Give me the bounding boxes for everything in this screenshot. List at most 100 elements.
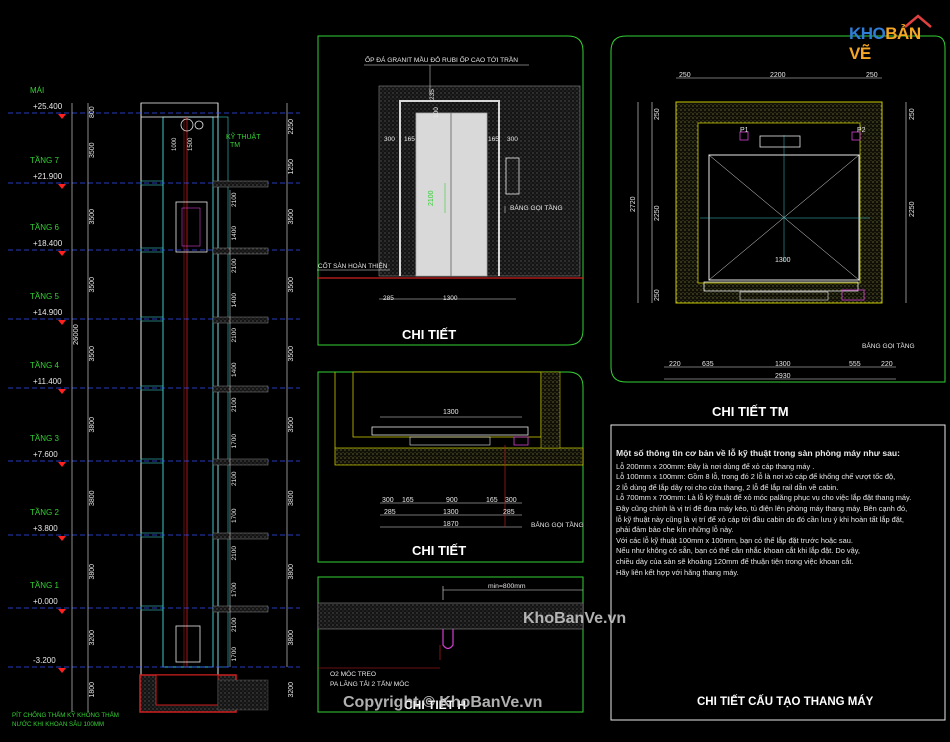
right-dimension: 3800 (288, 490, 295, 506)
floor-slab (212, 316, 269, 324)
elevator-shaft-section (139, 102, 269, 713)
plan-dim-bottom-5: 220 (881, 361, 893, 368)
level-elevation: +7.600 (33, 450, 58, 459)
inner-dimension: 1700 (231, 582, 238, 597)
level-marker-icon (58, 668, 66, 673)
plan-dim-bottom-3: 1300 (775, 361, 791, 368)
right-dimension: 3500 (288, 346, 295, 362)
front-dim-top-3: 165 (488, 136, 499, 143)
level-elevation: +14.900 (33, 308, 63, 317)
door-height-dim: 2100 (428, 190, 435, 206)
floor-slab (140, 458, 164, 464)
watermark-center: KhoBanVe.vn (523, 610, 627, 627)
front-dim-top-1: 300 (384, 136, 395, 143)
level-elevation: +18.400 (33, 239, 63, 248)
hook-dim: min=800mm (488, 583, 526, 590)
level-name: TẦNG 6 (30, 222, 59, 232)
front-title: CHI TIẾT (402, 327, 456, 342)
floor-slab (140, 385, 164, 391)
level-marker-icon (58, 320, 66, 325)
right-dimension: 1250 (288, 159, 295, 175)
small-dimension: 1000 (172, 137, 178, 151)
sill-dim-3: 900 (446, 497, 458, 504)
floor-slab (212, 385, 269, 393)
technical-notes: Một số thông tin cơ bản về lỗ kỹ thuật t… (616, 448, 942, 578)
left-dimension: 3200 (89, 630, 96, 646)
inner-dimension: 1400 (231, 362, 238, 377)
level-marker-icon (58, 462, 66, 467)
plan-dim-bottom-2: 635 (702, 361, 714, 368)
inner-dimension: 1700 (231, 434, 238, 449)
plan-dim-top-1: 250 (679, 72, 691, 79)
floor-level-note: CỐT SÀN HOÀN THIỆN (318, 260, 388, 270)
level-name: TẦNG 4 (30, 360, 59, 370)
left-dimension: 800 (89, 106, 96, 118)
front-dim-vert-1: 235 (429, 89, 436, 100)
level-marker-icon (58, 251, 66, 256)
floor-slab (212, 247, 269, 255)
plan-dim-right-1: 250 (909, 108, 916, 120)
right-dimension: 3800 (288, 630, 295, 646)
inner-dimension: 2100 (231, 397, 238, 412)
left-dimension: 3800 (89, 490, 96, 506)
level-name: TẦNG 5 (30, 291, 59, 301)
inner-dimension: 2100 (231, 546, 238, 561)
sill-dim-5: 300 (505, 497, 517, 504)
notes-heading: Một số thông tin cơ bản về lỗ kỹ thuật t… (616, 448, 900, 458)
plan-dim-top-2: 2200 (770, 72, 786, 79)
notes-line: Lỗ 100mm x 100mm: Gồm 8 lỗ, trong đó 2 l… (616, 472, 896, 482)
left-dimension: 1800 (89, 682, 96, 698)
notes-line: phải đảm bảo che kín những lỗ này. (616, 525, 734, 535)
house-roof-icon (904, 14, 932, 28)
level-name: TẦNG 2 (30, 507, 59, 517)
sill-overall: 1870 (443, 521, 459, 528)
level-marker-icon (58, 184, 66, 189)
notes-line: Lỗ 200mm x 200mm: Đây là nơi dùng để xỏ … (616, 461, 815, 471)
brand-logo[interactable]: KHOBẢN VẼ (849, 14, 941, 63)
machine-room-label-2: TM (230, 142, 240, 149)
notes-line: chiều dày của sàn sẽ khoảng 120mm để thu… (616, 556, 854, 566)
floor-slab (140, 180, 164, 186)
floor-slab (212, 532, 269, 540)
hook-note-2: PA LĂNG TẢI 2 TẤN/ MÓC (330, 678, 409, 688)
sill-call-panel-label: BẢNG GỌI TẦNG (531, 519, 584, 529)
plan-dim-left-1: 250 (654, 108, 661, 120)
plan-p1-label: P1 (740, 127, 749, 134)
sill-dim-1: 300 (382, 497, 394, 504)
plan-dim-top-3: 250 (866, 72, 878, 79)
hook-title: CHI TIẾT H (404, 697, 466, 712)
notes-line: Hãy liên kết hợp với hãng thang máy. (616, 567, 739, 577)
hook-note-1: O2 MÓC TREO (330, 669, 376, 678)
inner-dimension: 2100 (231, 258, 238, 273)
floor-slab (212, 180, 269, 188)
left-dimension: 3500 (89, 346, 96, 362)
floor-slab (212, 605, 269, 613)
plan-p2-label: P2 (857, 127, 866, 134)
notes-title: CHI TIẾT CẤU TẠO THANG MÁY (697, 695, 874, 708)
level-elevation: +21.900 (33, 172, 63, 181)
notes-line: Với các lỗ kỹ thuật 100mm x 100mm, bạn c… (616, 535, 853, 545)
level-marker-icon (58, 114, 66, 119)
left-dimension: 3500 (89, 142, 96, 158)
front-call-panel-label: BẢNG GỌI TẦNG (510, 202, 563, 212)
front-dim-top-2: 165 (404, 136, 415, 143)
front-dim-bottom: 1300 (443, 295, 458, 302)
level-marker-icon (58, 609, 66, 614)
overall-height-dimension: 26000 (71, 324, 80, 345)
inner-dimension: 2100 (231, 328, 238, 343)
level-name: TẦNG 1 (30, 580, 59, 590)
logo-text: KHOBẢN VẼ (849, 24, 921, 63)
inner-dimension: 1400 (231, 226, 238, 241)
plan-dim-bottom-1: 220 (669, 361, 681, 368)
level-elevation: +0.000 (33, 597, 58, 606)
front-dim-vert-2: 100 (433, 107, 440, 118)
floor-slab (212, 458, 269, 466)
inner-dimension: 1700 (231, 508, 238, 523)
level-marker-icon (58, 536, 66, 541)
sill-detail-frame (317, 371, 584, 563)
front-dim-bottom-small: 285 (383, 295, 394, 302)
plan-overall-bottom: 2930 (775, 373, 791, 380)
inner-dimension: 1700 (231, 647, 238, 662)
plan-inner-dim: 1300 (775, 257, 791, 264)
